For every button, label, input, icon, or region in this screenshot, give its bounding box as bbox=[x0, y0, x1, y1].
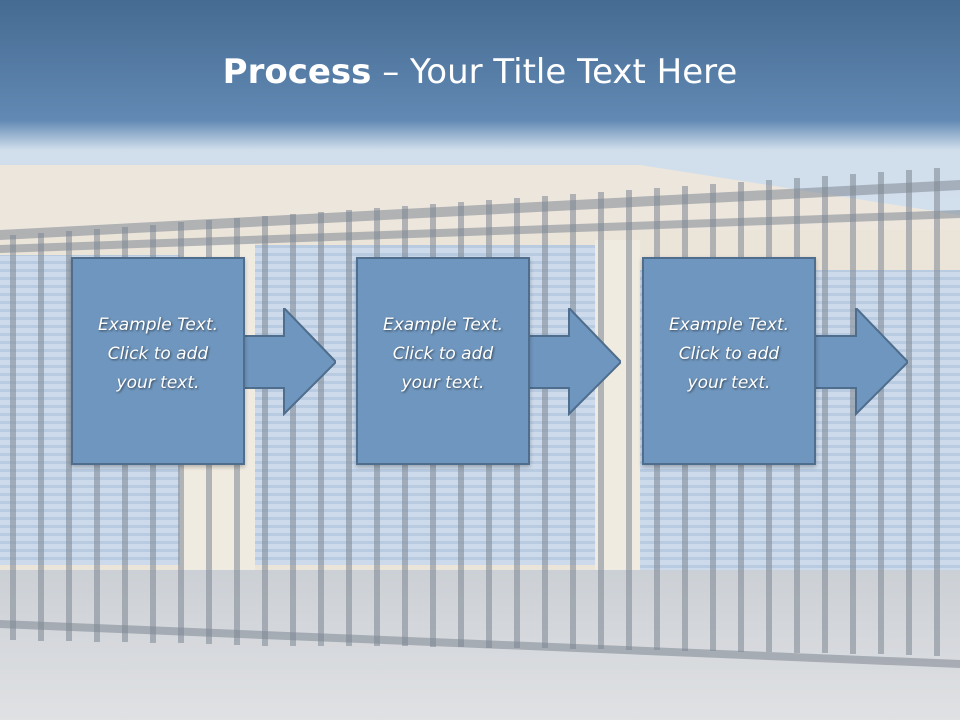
process-arrow-3 bbox=[808, 308, 908, 416]
title-band bbox=[0, 0, 960, 150]
process-step-3[interactable]: Example Text. Click to add your text. bbox=[642, 257, 816, 465]
step-3-text[interactable]: Example Text. Click to add your text. bbox=[668, 315, 790, 393]
process-arrow-2 bbox=[521, 308, 621, 416]
step-2-text[interactable]: Example Text. Click to add your text. bbox=[382, 315, 504, 393]
process-step-1[interactable]: Example Text. Click to add your text. bbox=[71, 257, 245, 465]
title-bold-word: Process bbox=[222, 52, 372, 92]
process-arrow-1 bbox=[236, 308, 336, 416]
title-separator: – bbox=[371, 52, 411, 92]
slide-title[interactable]: Process – Your Title Text Here bbox=[0, 52, 960, 92]
title-rest: Your Title Text Here bbox=[410, 52, 738, 92]
step-1-text[interactable]: Example Text. Click to add your text. bbox=[97, 315, 219, 393]
process-step-2[interactable]: Example Text. Click to add your text. bbox=[356, 257, 530, 465]
